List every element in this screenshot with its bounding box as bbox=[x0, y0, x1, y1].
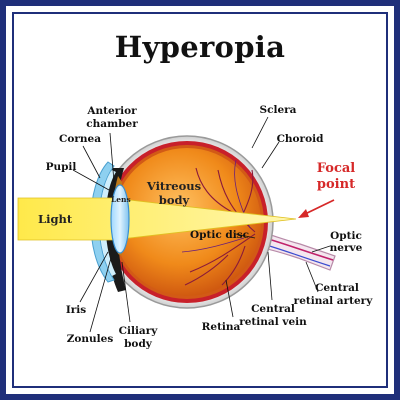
label-cornea: Cornea bbox=[59, 133, 101, 145]
label-retina: Retina bbox=[202, 321, 241, 333]
cornea-shape bbox=[90, 161, 115, 283]
label-central-retinal-artery-1: Central bbox=[315, 282, 359, 294]
anterior-chamber-shape bbox=[100, 170, 116, 276]
label-anterior-chamber-1: Anterior bbox=[86, 105, 137, 117]
label-ciliary-body-2: body bbox=[124, 338, 153, 350]
label-iris: Iris bbox=[66, 304, 86, 316]
label-anterior-chamber-2: chamber bbox=[86, 118, 138, 130]
focal-point-arrow bbox=[298, 199, 335, 218]
label-vitreous-2: body bbox=[159, 193, 190, 207]
label-optic-disc: Optic disc bbox=[190, 229, 249, 241]
label-choroid: Choroid bbox=[277, 133, 325, 145]
page-title: Hyperopia bbox=[114, 30, 286, 64]
label-central-retinal-artery-2: retinal artery bbox=[294, 295, 374, 307]
label-sclera: Sclera bbox=[260, 104, 297, 116]
label-pupil: Pupil bbox=[46, 161, 77, 173]
pointer-lines bbox=[72, 116, 331, 333]
inner-frame bbox=[12, 12, 388, 388]
lens-shape bbox=[110, 184, 130, 254]
label-vitreous-1: Vitreous bbox=[146, 179, 201, 193]
label-zonules: Zonules bbox=[67, 333, 114, 345]
label-optic-nerve-1: Optic bbox=[330, 230, 362, 242]
label-lens: Lens bbox=[111, 195, 131, 204]
label-light: Light bbox=[38, 212, 73, 226]
label-ciliary-body-1: Ciliary bbox=[119, 325, 159, 337]
label-central-retinal-vein-2: retinal vein bbox=[239, 316, 307, 328]
label-focal-point-2: point bbox=[317, 177, 355, 192]
light-beam bbox=[17, 197, 297, 241]
label-central-retinal-vein-1: Central bbox=[251, 303, 295, 315]
label-optic-nerve-2: nerve bbox=[330, 242, 363, 254]
label-focal-point-1: Focal bbox=[317, 161, 356, 176]
